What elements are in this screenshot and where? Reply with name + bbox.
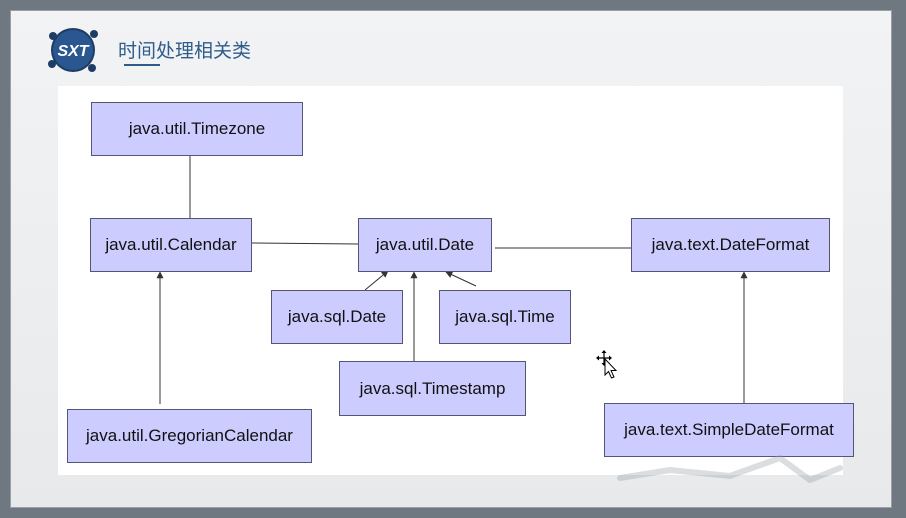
watermark-graphic — [610, 448, 880, 493]
node-timezone: java.util.Timezone — [91, 102, 303, 156]
edge-sqldate-date — [364, 270, 389, 291]
node-gregorian: java.util.GregorianCalendar — [67, 409, 312, 463]
node-simpledateformat: java.text.SimpleDateFormat — [604, 403, 854, 457]
edge-calendar-date — [249, 242, 359, 245]
node-sqldate: java.sql.Date — [271, 290, 403, 344]
move-cursor-icon — [596, 350, 618, 385]
logo-text: SXT — [57, 43, 89, 60]
node-sqltime: java.sql.Time — [439, 290, 571, 344]
diagram-edges — [156, 156, 748, 404]
node-sqltimestamp: java.sql.Timestamp — [339, 361, 526, 416]
slide-title: 时间处理相关类 — [118, 40, 252, 62]
diagram-canvas: java.util.Timezone java.util.Calendar ja… — [58, 86, 854, 475]
sxt-logo: SXT — [42, 22, 104, 78]
node-date: java.util.Date — [358, 218, 492, 272]
node-calendar: java.util.Calendar — [90, 218, 252, 272]
node-dateformat: java.text.DateFormat — [631, 218, 830, 272]
title-underline — [124, 64, 160, 66]
edge-sqltime-date — [445, 271, 477, 287]
